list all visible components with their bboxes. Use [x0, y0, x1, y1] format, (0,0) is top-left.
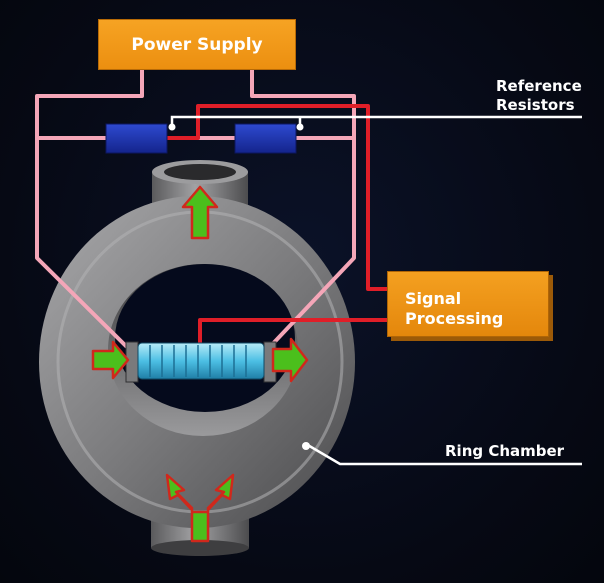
flow-split-arrow-icon	[165, 473, 235, 543]
power-supply-box: Power Supply	[98, 19, 296, 70]
flow-up-arrow-icon	[181, 185, 219, 240]
reference-resistor-left	[105, 123, 168, 154]
flow-right-arrow-icon-right	[271, 337, 309, 383]
callout-dots	[168, 123, 310, 450]
reference-resistors-label-line1: Reference	[496, 77, 582, 95]
signal-processing-label-line1: Signal	[405, 289, 462, 308]
signal-processing-label-line2: Processing	[405, 309, 504, 328]
reference-resistors-label: Reference Resistors	[496, 77, 582, 115]
resistor-callout-line	[170, 115, 582, 126]
power-wires	[35, 70, 356, 354]
reference-resistors-label-line2: Resistors	[496, 96, 575, 114]
flow-arrows	[91, 185, 309, 543]
sensor-element	[125, 341, 277, 383]
reference-resistors	[105, 123, 297, 154]
flow-right-arrow-icon-left	[91, 340, 130, 380]
reference-resistor-right	[234, 123, 297, 154]
ring-chamber-label: Ring Chamber	[445, 442, 565, 460]
signal-processing-box: Signal Processing	[387, 271, 549, 337]
ring-callout-line	[305, 442, 582, 466]
power-supply-label: Power Supply	[131, 34, 263, 55]
